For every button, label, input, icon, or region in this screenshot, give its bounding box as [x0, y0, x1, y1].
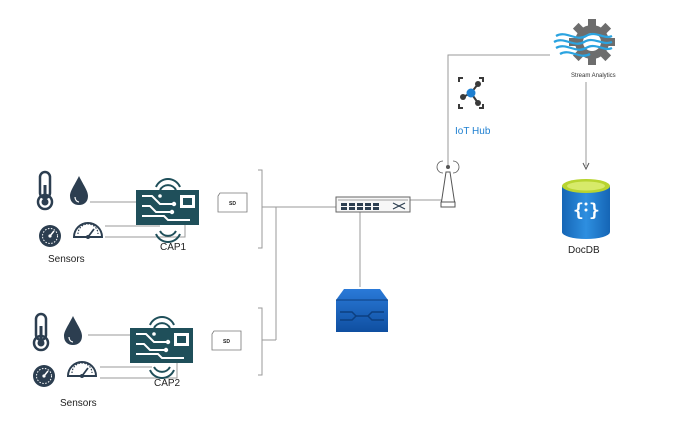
sd-label-1: SD: [229, 201, 236, 207]
arrow-head-docdb: [582, 162, 590, 171]
iot-hub-icon: [458, 77, 484, 109]
server-icon: [336, 289, 388, 332]
thermometer-icon: [36, 170, 54, 211]
iot-hub-label: IoT Hub: [455, 126, 491, 137]
network-switch-icon: [335, 196, 411, 213]
svg-text:{: {: [573, 200, 584, 221]
link-antenna-stream: [447, 54, 550, 165]
thermometer-icon: [32, 312, 50, 352]
sensors-label-1: Sensors: [48, 254, 85, 265]
stream-analytics-label: Stream Analytics: [571, 73, 616, 79]
water-drop-icon: [64, 316, 82, 345]
speed-gauge-icon: [66, 361, 98, 378]
pressure-gauge-icon: [33, 365, 55, 387]
sd-card-icon: SD: [211, 330, 242, 351]
cap-label-1: CAP1: [160, 242, 187, 253]
sensor-group-2: Sensors CAP2 SD: [32, 312, 242, 409]
sensors-label-2: Sensors: [60, 398, 97, 409]
pressure-gauge-icon: [39, 225, 61, 247]
antenna-icon: [436, 160, 460, 208]
stream-analytics-icon: [553, 19, 615, 65]
docdb-label: DocDB: [568, 245, 600, 256]
sd-label-2: SD: [223, 339, 230, 345]
svg-text:}: }: [589, 200, 600, 221]
circuit-board-icon: [136, 178, 199, 243]
bracket-cap2: [258, 307, 263, 376]
connector-lines: [88, 54, 590, 379]
link-gauge-board-1: [105, 222, 186, 238]
link-gauge-board-2: [100, 360, 178, 379]
sd-card-icon: SD: [217, 192, 248, 213]
database-icon: { }: [562, 179, 610, 239]
speed-gauge-icon: [72, 222, 104, 239]
sensor-group-1: Sensors CAP1 SD: [36, 170, 248, 265]
cap-label-2: CAP2: [154, 378, 181, 389]
water-drop-icon: [70, 176, 88, 205]
circuit-board-icon: [130, 316, 193, 379]
bracket-cap1: [258, 169, 263, 249]
